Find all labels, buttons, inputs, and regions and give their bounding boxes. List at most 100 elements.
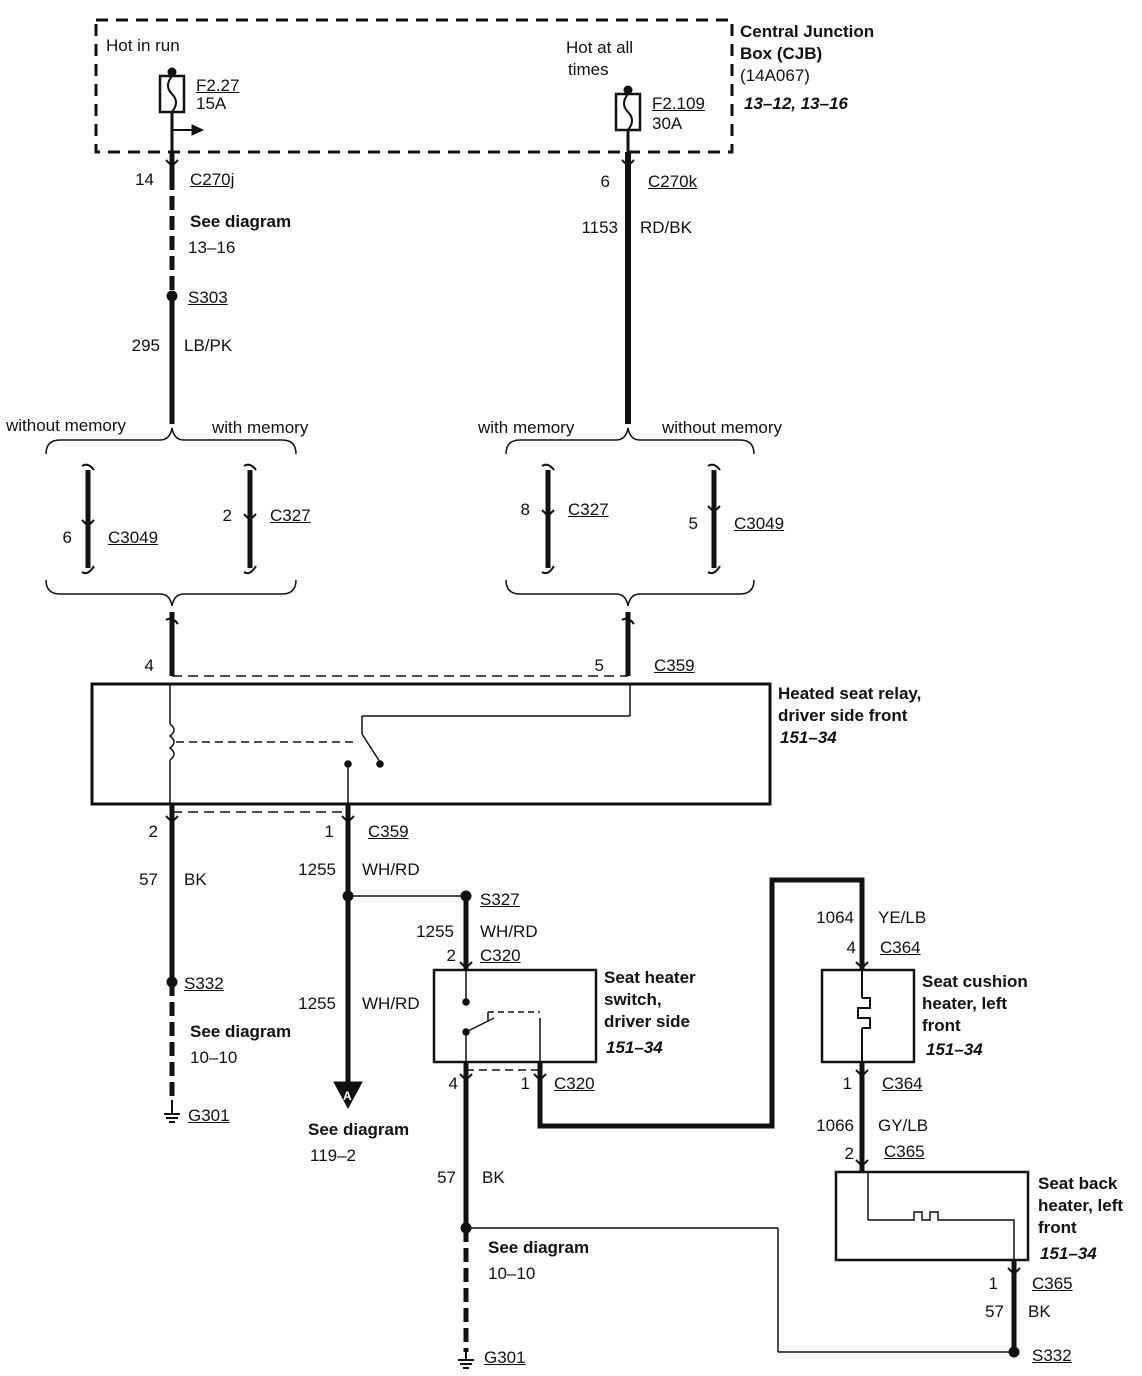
- connector-c320-bottom: C320: [554, 1074, 595, 1093]
- switch-pin-1: 1: [520, 1074, 530, 1093]
- switch-ref: 151–34: [606, 1038, 663, 1057]
- connector-c327-right: C327: [568, 500, 609, 519]
- switch-pin-4: 4: [448, 1074, 458, 1093]
- pin-5: 5: [688, 514, 698, 533]
- connector-c359-bottom: C359: [368, 822, 409, 841]
- see-diagram-label-3: See diagram: [308, 1120, 410, 1139]
- connector-c365-bottom: C365: [1032, 1274, 1073, 1293]
- back-pin-1: 1: [988, 1274, 998, 1293]
- relay-box: [90, 682, 772, 806]
- color-gy-lb: GY/LB: [878, 1116, 929, 1135]
- color-wh-rd-a: WH/RD: [362, 860, 420, 879]
- ground-g301-left: G301: [188, 1106, 230, 1125]
- brace-bottom-left: [45, 579, 297, 607]
- brace-top-right: [505, 427, 755, 455]
- connector-c320-top: C320: [480, 946, 521, 965]
- relay-pin-4: 4: [144, 656, 154, 675]
- color-rd-bk: RD/BK: [640, 218, 692, 237]
- color-ye-lb: YE/LB: [878, 908, 927, 927]
- circuit-1255-a: 1255: [298, 860, 336, 879]
- color-bk-left: BK: [184, 870, 207, 889]
- relay-pin-2: 2: [148, 822, 158, 841]
- see-diagram-ref-4: 10–10: [488, 1264, 536, 1283]
- switch-title: Seat heater: [604, 968, 696, 987]
- left-feed-pin: 14: [135, 170, 154, 189]
- connector-c359-top: C359: [654, 656, 695, 675]
- cjb-title: Central Junction: [740, 22, 875, 41]
- pin-6: 6: [62, 528, 72, 547]
- ground-g301-mid: G301: [484, 1348, 526, 1367]
- connector-c270k: C270k: [648, 172, 698, 191]
- cjb-title-2: Box (CJB): [740, 44, 823, 63]
- color-wh-rd-switch: WH/RD: [480, 922, 538, 941]
- cushion-ref: 151–34: [926, 1040, 983, 1059]
- pin-2: 2: [222, 506, 232, 525]
- see-diagram-label-2: See diagram: [190, 1022, 292, 1041]
- fuse-f2-27: F2.27: [196, 76, 240, 95]
- connector-c270j: C270j: [190, 170, 235, 189]
- switch-title-3: driver side: [604, 1012, 690, 1031]
- circuit-57-mid: 57: [437, 1168, 456, 1187]
- cjb-part-number: (14A067): [740, 66, 810, 85]
- connector-c3049-left: C3049: [108, 528, 159, 547]
- arrow-a-icon: [333, 1081, 363, 1110]
- brace-bottom-right: [505, 579, 755, 607]
- circuit-1255-switch: 1255: [416, 922, 454, 941]
- ground-icon: [164, 1100, 180, 1123]
- cjb-ref: 13–12, 13–16: [744, 94, 848, 113]
- connector-c365-top: C365: [884, 1142, 925, 1161]
- fuse-icon: [158, 67, 205, 152]
- cushion-title-2: heater, left: [922, 994, 1008, 1013]
- splice-s327-label: S327: [480, 890, 520, 909]
- brace-top-left: [45, 427, 297, 455]
- option-without-memory-left: without memory: [6, 416, 126, 435]
- hot-at-all-label-2: times: [568, 60, 609, 79]
- see-diagram-ref: 13–16: [188, 238, 236, 257]
- switch-box: [432, 968, 598, 1064]
- circuit-57-right: 57: [985, 1302, 1004, 1321]
- fuse-f2-27-amp: 15A: [196, 94, 227, 113]
- back-title-2: heater, left: [1038, 1196, 1124, 1215]
- fuse-icon: [614, 85, 642, 152]
- fuse-f2-109-amp: 30A: [652, 114, 683, 133]
- relay-pin-1: 1: [324, 822, 334, 841]
- circuit-1255-b: 1255: [298, 994, 336, 1013]
- splice-s303-label: S303: [188, 288, 228, 307]
- relay-pin-5: 5: [594, 656, 604, 675]
- relay-coil-icon: [168, 684, 356, 804]
- cushion-title-3: front: [922, 1016, 961, 1035]
- connector-c364-bottom: C364: [882, 1074, 923, 1093]
- heater-element-icon: [857, 970, 871, 1062]
- see-diagram-label: See diagram: [190, 212, 292, 231]
- back-ref: 151–34: [1040, 1244, 1097, 1263]
- wire-1064: [537, 877, 865, 1129]
- hot-at-all-label: Hot at all: [566, 38, 634, 57]
- hot-in-run-label: Hot in run: [106, 36, 180, 55]
- splice-s332-label: S332: [184, 974, 224, 993]
- fuse-f2-109: F2.109: [652, 94, 705, 113]
- splice-s332-right-label: S332: [1032, 1346, 1072, 1365]
- circuit-1064: 1064: [816, 908, 854, 927]
- right-feed-pin: 6: [600, 172, 610, 191]
- option-with-memory-right: with memory: [478, 418, 575, 437]
- color-wh-rd-b: WH/RD: [362, 994, 420, 1013]
- relay-title-2: driver side front: [778, 706, 908, 725]
- heater-element-icon: [867, 1172, 1015, 1260]
- color-bk-right: BK: [1028, 1302, 1051, 1321]
- cushion-pin-1: 1: [842, 1074, 852, 1093]
- see-diagram-ref-2: 10–10: [190, 1048, 238, 1067]
- switch-contact-icon: [462, 970, 541, 1062]
- switch-pin-2: 2: [446, 946, 456, 965]
- cjb-box: [94, 18, 734, 154]
- back-pin-2: 2: [844, 1144, 854, 1163]
- see-diagram-ref-3: 119–2: [310, 1146, 357, 1165]
- back-heater-box: [834, 1170, 1030, 1262]
- relay-ref: 151–34: [780, 728, 837, 747]
- back-title-3: front: [1038, 1218, 1077, 1237]
- connector-c3049-right: C3049: [734, 514, 785, 533]
- cushion-title: Seat cushion: [922, 972, 1028, 991]
- circuit-57-left: 57: [139, 870, 158, 889]
- relay-title: Heated seat relay,: [778, 684, 922, 703]
- back-title: Seat back: [1038, 1174, 1118, 1193]
- color-bk-mid: BK: [482, 1168, 505, 1187]
